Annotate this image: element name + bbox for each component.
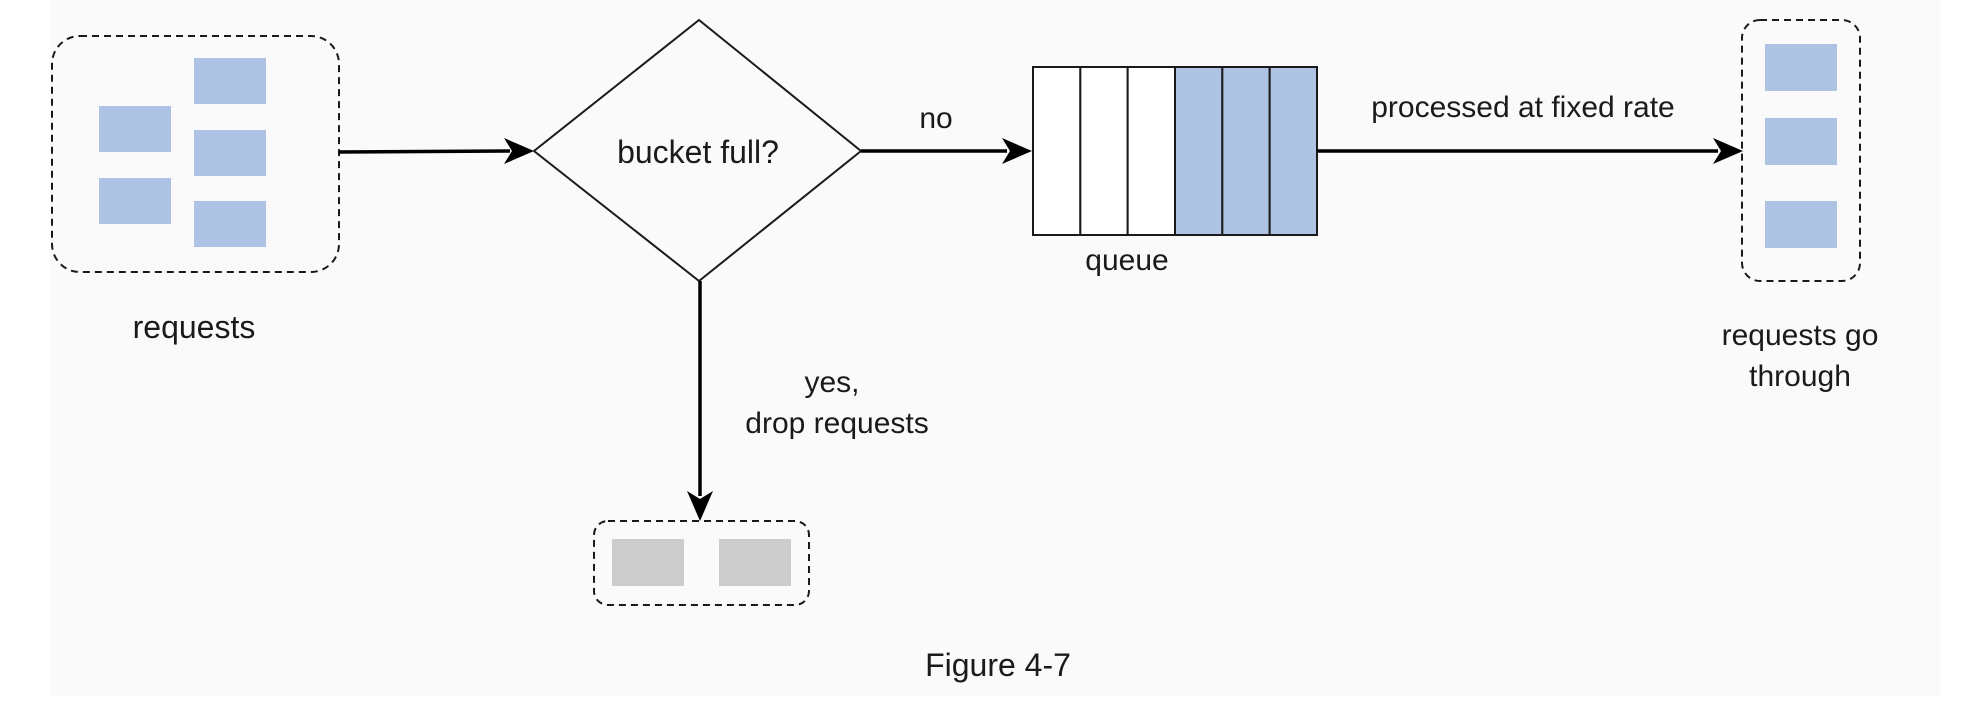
request-block [99,178,171,224]
no-label: no [919,102,952,135]
arrow-to-decision [338,138,534,164]
output-container [1741,19,1861,282]
queue-slot-filled [1268,66,1318,236]
arrow-yes [687,281,713,521]
queue-slot-filled [1174,66,1224,236]
queue-label: queue [1085,244,1168,277]
yes-label-line2: drop requests [745,407,928,440]
requests-label: requests [133,309,256,345]
output-requests-group [1741,19,1861,282]
request-block [1765,201,1837,248]
diagram-background [50,0,1940,696]
queue-slot-empty [1126,66,1176,236]
output-label-line1: requests go [1722,319,1879,352]
dropped-request-block [719,539,791,586]
request-block [1765,118,1837,165]
arrow-no [861,138,1032,164]
output-label-line2: through [1749,360,1851,393]
yes-label-line1: yes, [804,366,859,399]
request-block [99,106,171,152]
decision-label: bucket full? [617,134,779,170]
queue-slot-empty [1079,66,1129,236]
dropped-requests-group [593,520,810,606]
request-block [194,58,266,104]
queue-slot-filled [1221,66,1271,236]
arrow-processed [1317,138,1743,164]
dropped-request-block [612,539,684,586]
request-block [194,130,266,176]
queue [1032,66,1318,236]
queue-slot-empty [1032,66,1082,236]
figure-caption: Figure 4-7 [925,647,1071,683]
incoming-requests-group [51,35,340,273]
request-block [1765,44,1837,91]
request-block [194,201,266,247]
requests-container [51,35,340,273]
processed-label: processed at fixed rate [1371,91,1675,124]
